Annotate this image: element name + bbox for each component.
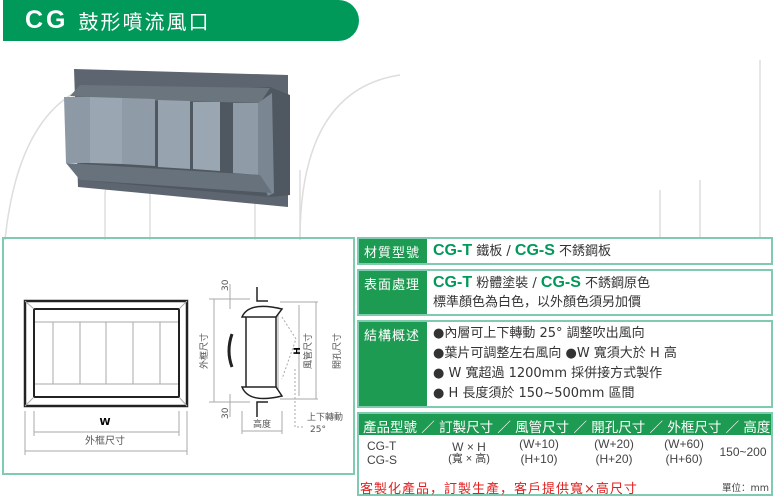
h-label: H — [293, 347, 303, 355]
page-header: CG 鼓形噴流風口 — [3, 0, 359, 41]
frame-w: (W+60) — [664, 437, 704, 451]
w-label: W — [99, 417, 110, 428]
height-label: 高度 — [253, 418, 271, 430]
finish-note: 標準顏色為白色，以外顏色須另加價 — [433, 295, 642, 310]
rotate-label: 上下轉動 — [307, 411, 343, 423]
side-frame-size-label: 外框尺寸 — [198, 333, 210, 369]
finish-row: 表面處理 CG-T 粉體塗裝 / CG-S 不銹鋼原色標準顏色為白色，以外顏色須… — [357, 269, 773, 316]
cg-s-code: CG-S — [540, 274, 581, 291]
cg-s-material: 不銹鋼板 — [559, 244, 612, 259]
unit-label: 單位：mm — [722, 483, 770, 494]
dimension-diagram: W 外框尺寸 外框尺寸 30 30 H 風管尺寸 開孔尺寸 高度 上下轉動 25… — [23, 279, 343, 455]
duct-size-label: 風管尺寸 — [302, 333, 314, 369]
finish-label: 表面處理 — [359, 271, 427, 314]
duct-w: (W+10) — [519, 437, 559, 451]
frame-h: (H+60) — [665, 452, 703, 466]
cg-t-material: 鐵板 / — [476, 244, 511, 259]
dimension-diagram-panel: W 外框尺寸 外框尺寸 30 30 H 風管尺寸 開孔尺寸 高度 上下轉動 25… — [2, 237, 355, 475]
frame-size-label: 外框尺寸 — [85, 434, 125, 447]
dim-30-top: 30 — [221, 279, 231, 291]
structure-row: 結構概述 ●內層可上下轉動 25° 調整吹出風向 ●葉片可調整左右風向 ●W 寬… — [357, 320, 773, 408]
cg-t-code: CG-T — [433, 274, 473, 291]
opening-size-label: 開孔尺寸 — [331, 333, 343, 369]
model-cg-s: CG-S — [367, 453, 397, 467]
structure-item: ●內層可上下轉動 25° 調整吹出風向 — [433, 326, 645, 341]
header-code: CG — [25, 6, 69, 34]
structure-item: ● W 寬超過 1200mm 採併接方式製作 — [433, 366, 663, 381]
custom-order-note: 客製化產品，訂製生產，客戶提供寬×高尺寸 — [360, 482, 638, 497]
spec-table-header: 產品型號 ／ 訂製尺寸 ／ 風管尺寸 ／ 開孔尺寸 ／ 外框尺寸 ／ 高度 — [359, 414, 771, 436]
product-image — [64, 69, 290, 207]
structure-item: ● H 長度須於 150~500mm 區間 — [433, 386, 635, 401]
rotate-angle: 25° — [310, 425, 326, 435]
structure-item: ●葉片可調整左右風向 ●W 寬須大於 H 高 — [433, 346, 677, 361]
duct-h: (H+10) — [520, 452, 558, 466]
spec-table: 產品型號 ／ 訂製尺寸 ／ 風管尺寸 ／ 開孔尺寸 ／ 外框尺寸 ／ 高度 CG… — [357, 412, 773, 496]
header-title: 鼓形噴流風口 — [78, 10, 211, 34]
dim-30-bottom: 30 — [221, 407, 231, 419]
opening-h: (H+20) — [595, 452, 633, 466]
custom-size: W × H — [452, 440, 486, 454]
spec-panel: 材質型號 CG-T 鐵板 / CG-S 不銹鋼板 表面處理 CG-T 粉體塗裝 … — [357, 237, 773, 496]
material-row: 材質型號 CG-T 鐵板 / CG-S 不銹鋼板 — [357, 237, 773, 265]
custom-size-note: (寬 × 高) — [448, 453, 490, 465]
cg-t-finish: 粉體塗裝 / — [476, 276, 537, 291]
opening-w: (W+20) — [594, 437, 634, 451]
model-cg-t: CG-T — [367, 439, 397, 453]
cg-t-code: CG-T — [433, 242, 473, 259]
structure-label: 結構概述 — [359, 322, 427, 406]
cg-s-code: CG-S — [514, 242, 555, 259]
material-label: 材質型號 — [359, 239, 427, 263]
height-range: 150~200 — [719, 445, 767, 459]
cg-s-finish: 不銹鋼原色 — [585, 276, 651, 291]
